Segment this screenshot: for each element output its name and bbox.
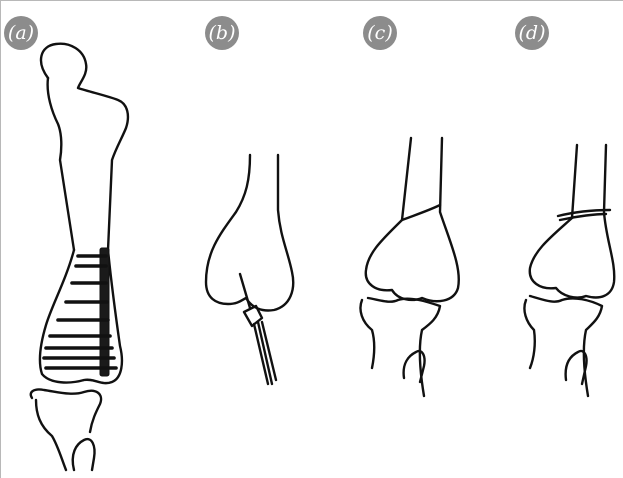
panel-c-osteotomy-knee (360, 138, 458, 396)
tibia-c-outline (360, 298, 440, 396)
femur-proximal-outline (41, 44, 128, 250)
osteotomy-line-c (402, 205, 440, 220)
femur-distal-condyles (40, 250, 122, 383)
femur-c-outline (366, 138, 459, 301)
osteotomy-line-d (558, 210, 610, 220)
tibia-outline (31, 389, 101, 470)
panel-d-healed-knee (524, 145, 614, 396)
tibia-d-outline (524, 296, 602, 396)
femur-b-outline (206, 155, 293, 311)
femur-medial-shaft (48, 78, 74, 250)
drill-instrument (240, 274, 276, 384)
femur-d-outline (530, 145, 614, 298)
panel-a-femur-with-plate (31, 44, 128, 470)
panel-b-femur-with-drill (206, 155, 293, 384)
fibula-outline (73, 439, 95, 470)
